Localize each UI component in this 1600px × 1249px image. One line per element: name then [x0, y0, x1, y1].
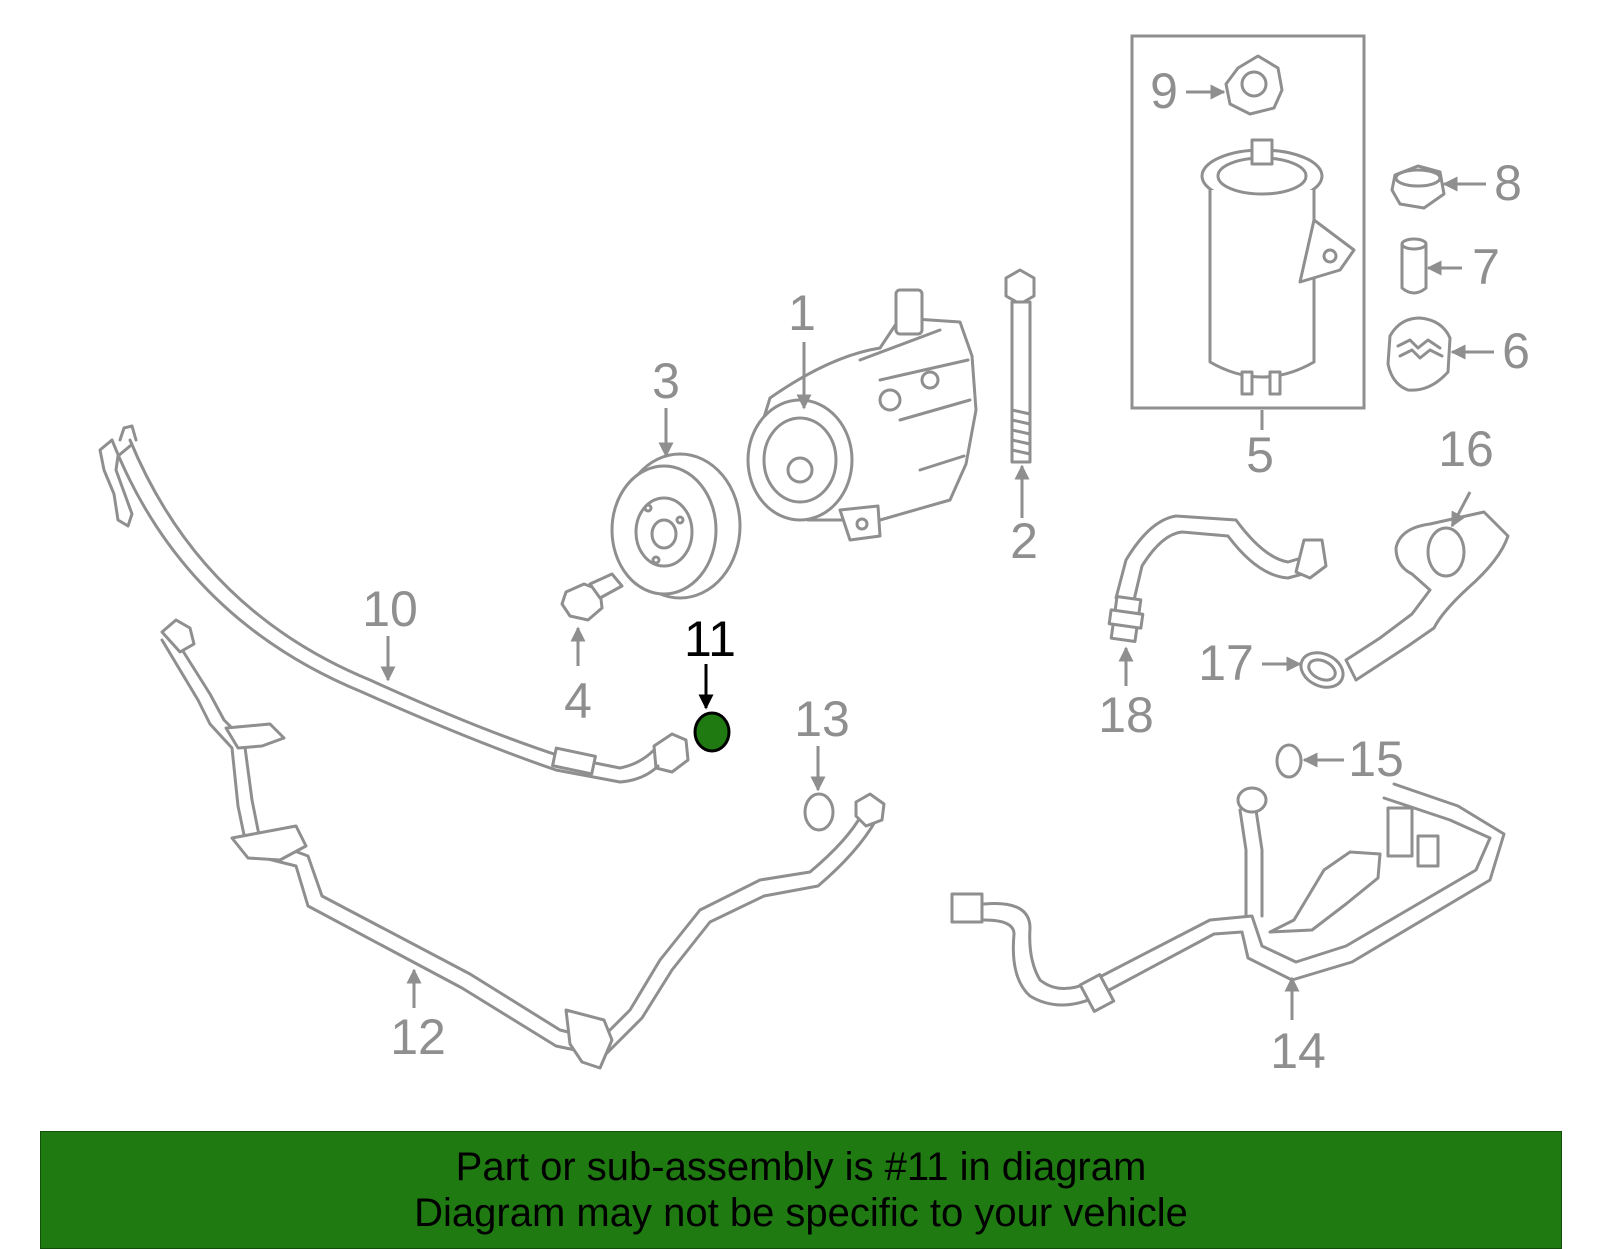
o-ring-part-15[interactable]	[1275, 743, 1303, 779]
o-ring-part-13[interactable]	[803, 792, 835, 832]
cooler-line-part[interactable]	[950, 782, 1506, 1013]
pump-bolt-part[interactable]	[1004, 268, 1036, 464]
part-info-banner: Part or sub-assembly is #11 in diagram D…	[40, 1131, 1562, 1249]
reservoir-cap-part[interactable]	[1224, 54, 1284, 116]
callout-13: 13	[794, 691, 850, 747]
callout-6: 6	[1502, 323, 1530, 379]
reservoir-part[interactable]	[1200, 138, 1356, 396]
feed-line-part[interactable]	[1107, 514, 1328, 643]
callout-16: 16	[1438, 421, 1494, 477]
suction-hose-part[interactable]	[1344, 510, 1510, 682]
banner-line-2: Diagram may not be specific to your vehi…	[414, 1191, 1188, 1235]
banner-line-1: Part or sub-assembly is #11 in diagram	[455, 1145, 1147, 1189]
filter-part[interactable]	[1386, 316, 1452, 392]
callout-9: 9	[1150, 63, 1178, 119]
return-line-part[interactable]	[160, 618, 886, 1070]
reservoir-group-box	[1130, 34, 1366, 410]
callout-15: 15	[1348, 731, 1404, 787]
callout-4: 4	[564, 673, 592, 729]
callout-17: 17	[1198, 635, 1254, 691]
seal-ring-part-11[interactable]	[693, 711, 731, 753]
sleeve-part[interactable]	[1400, 237, 1428, 295]
pressure-hose-part[interactable]	[98, 424, 690, 784]
pulley-part[interactable]	[610, 452, 742, 600]
callout-2: 2	[1010, 513, 1038, 569]
callout-8: 8	[1494, 155, 1522, 211]
clamp-part[interactable]	[1295, 646, 1348, 694]
callout-5: 5	[1246, 427, 1274, 483]
callout-14: 14	[1270, 1023, 1326, 1079]
pulley-bolt-part[interactable]	[560, 572, 624, 622]
parts-diagram: 1 2 3 4 5 6 7 8 9 10 11 12 13 14 15 16 1…	[98, 34, 1530, 1079]
callout-11: 11	[684, 611, 736, 667]
callout-7: 7	[1472, 239, 1500, 295]
callout-12: 12	[390, 1009, 446, 1065]
plug-part[interactable]	[1390, 164, 1446, 210]
power-steering-pump-part[interactable]	[746, 288, 978, 542]
callout-10: 10	[362, 581, 418, 637]
callout-3: 3	[652, 353, 680, 409]
callout-1: 1	[788, 285, 816, 341]
callout-18: 18	[1098, 687, 1154, 743]
